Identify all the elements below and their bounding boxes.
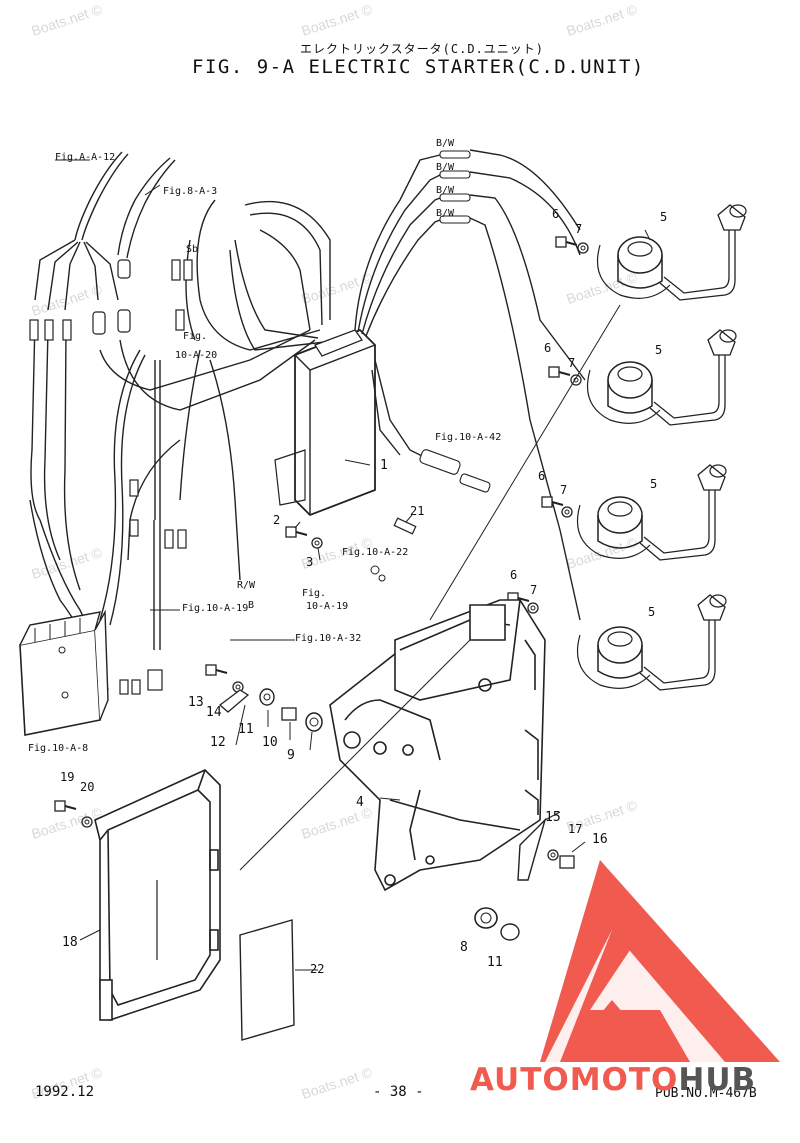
figure-reference-label: Fig.10-A-8	[28, 743, 89, 754]
part-callout-number: 5	[655, 343, 663, 357]
part-callout-number: 7	[560, 483, 568, 497]
figure-reference-label: R/W	[237, 580, 256, 591]
figure-reference-label: B/W	[436, 162, 455, 173]
figure-reference-label: B/W	[436, 185, 455, 196]
part-callout-number: 10	[262, 735, 278, 750]
figure-reference-label: 10-A-19	[306, 601, 349, 612]
part-callout-number: 5	[650, 477, 658, 491]
figure-reference-label: Fig.	[302, 588, 327, 599]
footer-pub: PUB.NO.M-467B	[655, 1086, 757, 1101]
rectifier-block	[19, 609, 109, 736]
footer-date: 1992.12	[35, 1084, 95, 1100]
cover-plate	[94, 769, 221, 1021]
figure-reference-label: Fig.A-A-12	[55, 152, 116, 163]
part-callout-number: 15	[545, 810, 561, 825]
part-callout-number: 13	[188, 695, 204, 710]
part-callout-number: 6	[544, 341, 552, 355]
part-callout-number: 19	[60, 770, 75, 784]
part-callout-number: 4	[356, 795, 364, 810]
part-callout-number: 12	[210, 735, 226, 750]
figure-title-jp: エレクトリックスタータ(C.D.ユニット)	[300, 42, 544, 56]
ignition-coil	[596, 204, 747, 301]
figure-reference-label: Fig.10-A-19	[182, 603, 249, 614]
logo-text-hub: HUB	[678, 1062, 757, 1098]
part-callout-number: 2	[273, 513, 281, 527]
part-callout-number: 3	[306, 555, 314, 569]
part-callout-number: 21	[410, 504, 425, 518]
part-callout-number: 8	[460, 940, 468, 955]
part-callout-number: 11	[238, 722, 254, 737]
part-callout-number: Sb	[186, 244, 199, 255]
logo-mark	[540, 860, 780, 1062]
part-callout-number: 6	[538, 469, 546, 483]
bracket	[329, 599, 546, 892]
logo-text-auto: AUTOMOTO	[470, 1062, 679, 1098]
part-callout-number: 6	[510, 568, 518, 582]
part-callout-number: 14	[206, 705, 222, 720]
figure-reference-label: B	[248, 600, 255, 611]
figure-title: FIG. 9-A ELECTRIC STARTER(C.D.UNIT)	[192, 56, 645, 78]
part-callout-number: 16	[592, 832, 608, 847]
automotohub-logo: AUTOMOTOHUB	[470, 1062, 756, 1098]
figure-reference-label: Fig.10-A-42	[435, 432, 502, 443]
figure-reference-label: B/W	[436, 208, 455, 219]
part-callout-number: 5	[648, 605, 656, 619]
figure-reference-label: B/W	[436, 138, 455, 149]
part-callout-number: 5	[660, 210, 668, 224]
figure-reference-label: Fig.	[183, 331, 208, 342]
figure-reference-label: Fig.10-A-22	[342, 547, 409, 558]
part-callout-number: 7	[575, 222, 583, 236]
part-callout-number: 11	[487, 955, 503, 970]
part-callout-number: 6	[552, 207, 560, 221]
footer-page: - 38 -	[373, 1084, 424, 1100]
part-callout-number: 7	[568, 356, 576, 370]
part-callout-number: 22	[310, 962, 325, 976]
cd-unit	[274, 328, 376, 517]
part-callout-number: 18	[62, 935, 78, 950]
part-callout-number: 1	[380, 458, 388, 473]
part-callout-number: 9	[287, 748, 295, 763]
wire-harness-left	[29, 151, 331, 691]
figure-reference-label: Fig.10-A-32	[295, 633, 362, 644]
figure-reference-label: Fig.8-A-3	[163, 186, 218, 197]
part-callout-number: 20	[80, 780, 95, 794]
part-callout-number: 17	[568, 822, 583, 836]
figure-reference-label: 10-A-20	[175, 350, 218, 361]
part-callout-number: 7	[530, 583, 538, 597]
